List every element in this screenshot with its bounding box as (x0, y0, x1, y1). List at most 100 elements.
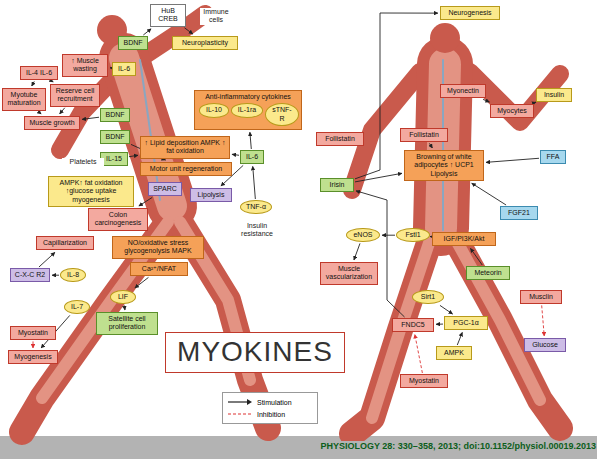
node-text: Follistatin (320, 135, 360, 143)
stimulation-connector (354, 243, 360, 260)
process-box: Follistatin (316, 132, 364, 146)
node-text: Capillarization (40, 239, 90, 247)
stimulation-connector (39, 252, 55, 267)
node-text: FFA (544, 153, 562, 161)
process-box: ↑ Lipid deposition AMPK ↑ fat oxidation (140, 136, 230, 159)
process-box: Capillarization (36, 236, 94, 250)
process-box: Myostatin (10, 326, 56, 340)
stimulation-connector (430, 236, 431, 237)
process-box: Muscle growth (24, 116, 80, 130)
node-text: IL-15 (104, 155, 124, 163)
process-box: Ca²⁺/NFAT (130, 262, 188, 276)
node-text: Myogenesis (12, 353, 54, 361)
stimulation-connector (129, 155, 138, 156)
node-text: C-X-C R2 (14, 271, 46, 279)
node-text: Glucose (528, 341, 562, 349)
title-box: MYOKINES (165, 332, 345, 373)
process-box: PGC-1α (444, 316, 488, 330)
note-label: Platelets (62, 158, 104, 166)
node-text: Meteorin (470, 269, 506, 277)
node-text: TNF-α (246, 203, 266, 211)
process-box: Satellite cell proliferation (96, 312, 158, 335)
node-text: AMPK (440, 349, 468, 357)
stimulation-connector (470, 248, 482, 265)
inhibition-connector (33, 341, 34, 348)
node-text: eNOS (352, 231, 374, 239)
node-text: AMPK↑ fat oxidation ↑glucose uptake myog… (52, 179, 130, 204)
inhibition-connector (542, 305, 545, 336)
node-text: IL-1ra (237, 106, 257, 114)
node-text: Myonectin (444, 87, 482, 95)
process-box: NO/oxidative stress glycogenolysis MAPK (112, 236, 204, 259)
process-box: FGF21 (500, 206, 538, 220)
stimulation-connector (472, 183, 506, 205)
stimulation-connector (355, 173, 402, 182)
node-text: Sirt1 (418, 293, 438, 301)
process-box: Glucose (524, 338, 566, 352)
node-text: Myostatin (14, 329, 52, 337)
node-text: Lipolysis (194, 191, 228, 199)
process-box: BDNF (100, 130, 130, 144)
process-box: Neurogenesis (440, 6, 500, 20)
process-box: BDNF (100, 108, 130, 122)
legend-sample (227, 410, 253, 418)
process-box: IL-6 (240, 150, 264, 164)
process-box: FFA (540, 150, 566, 164)
legend-sample (227, 398, 253, 406)
stimulation-connector (124, 305, 126, 310)
stimulation-connector (139, 197, 152, 206)
process-box: Colon carcinogenesis (88, 208, 148, 231)
stimulation-connector (82, 117, 99, 119)
stimulation-connector (110, 67, 111, 68)
legend-row: Stimulation (227, 396, 313, 408)
process-box: Musclin (520, 290, 562, 304)
node-text: IGF/PI3K/Akt (436, 235, 492, 243)
node-text: Muscle growth (28, 119, 76, 127)
process-box: Neuroplasticity (172, 36, 238, 50)
stimulation-connector (356, 191, 405, 317)
process-box: Browning of white adipocytes ↑ UCP1 Lipo… (404, 150, 484, 181)
stimulation-connector (457, 332, 462, 345)
node-text: PGC-1α (448, 319, 484, 327)
molecule-oval: eNOS (346, 228, 380, 242)
process-box: Myonectin (440, 84, 486, 98)
process-box: BDNF (118, 36, 148, 50)
node-text: Fstl1 (402, 231, 424, 239)
node-text: Musclin (524, 293, 558, 301)
node-text: ↑ Muscle wasting (66, 57, 104, 74)
stimulation-connector (184, 28, 192, 34)
process-box: IL-15 (100, 152, 128, 166)
stimulation-connector (52, 275, 59, 276)
node-text: LIF (116, 293, 130, 301)
stimulation-connector (440, 305, 453, 314)
process-box: IGF/PI3K/Akt (432, 232, 496, 246)
node-text: Irisin (324, 181, 350, 189)
node-text: IL-4 IL-6 (24, 69, 54, 77)
molecule-oval: IL-1ra (231, 103, 263, 117)
node-text: FNDC5 (396, 321, 430, 329)
legend-line (228, 401, 247, 402)
node-text: Myotube maturation (6, 91, 42, 108)
node-text: Browning of white adipocytes ↑ UCP1 Lipo… (408, 153, 480, 178)
stimulation-connector (250, 132, 251, 149)
head (430, 23, 460, 53)
stimulation-connector (436, 324, 443, 325)
legend: StimulationInhibition (222, 392, 318, 424)
molecule-oval: Fstl1 (396, 228, 430, 242)
process-box: FNDC5 (392, 318, 434, 332)
node-text: FGF21 (504, 209, 534, 217)
node-text: Muscle vascularization (324, 265, 374, 282)
stimulation-connector (32, 81, 35, 86)
stimulation-connector (486, 158, 539, 162)
molecule-oval: IL-8 (60, 268, 86, 282)
molecule-oval: TNF-α (240, 200, 272, 214)
stimulation-connector (143, 29, 151, 35)
stimulation-connector (39, 112, 42, 114)
node-text: Colon carcinogenesis (92, 211, 144, 228)
process-box: Meteorin (466, 266, 510, 280)
node-text: Neurogenesis (444, 9, 496, 17)
footer-bar (0, 436, 597, 459)
process-box: Muscle vascularization (320, 262, 378, 285)
node-text: Myocytes (494, 107, 530, 115)
legend-row: Inhibition (227, 408, 313, 420)
